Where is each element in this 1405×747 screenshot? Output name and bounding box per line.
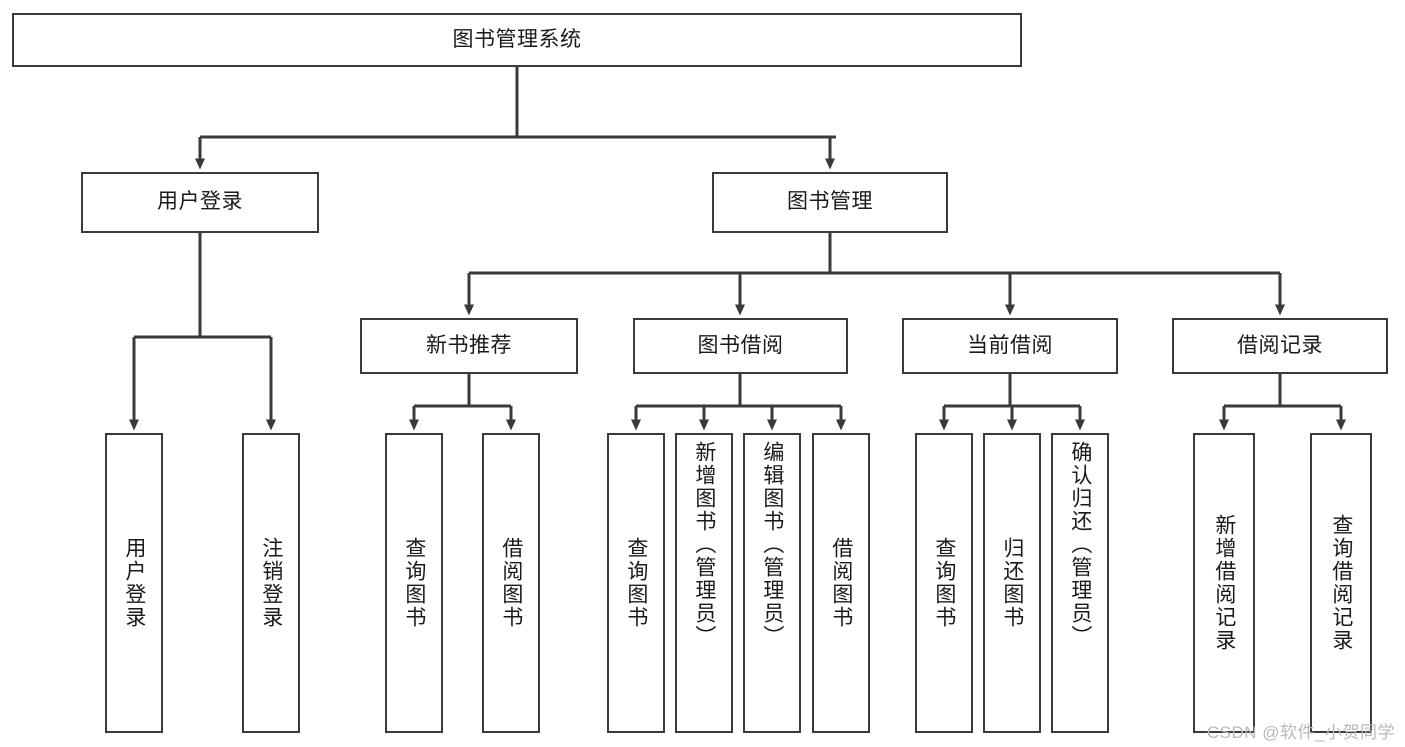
- leaf-add-borrow-record[interactable]: 新增借阅记录: [1193, 433, 1255, 733]
- leaf-borrow-book-recommend[interactable]: 借阅图书: [482, 433, 540, 733]
- node-book-management[interactable]: 图书管理: [712, 172, 948, 233]
- node-user-login[interactable]: 用户登录: [81, 172, 319, 233]
- leaf-confirm-return-admin-label: 确认归还（管理员）: [1068, 441, 1092, 648]
- node-current-borrow-label: 当前借阅: [967, 333, 1053, 357]
- node-book-borrow-label: 图书借阅: [697, 333, 784, 357]
- node-current-borrow[interactable]: 当前借阅: [902, 318, 1118, 374]
- leaf-query-book-recommend-label: 查询图书: [402, 537, 426, 629]
- leaf-user-logout-label: 注销登录: [259, 537, 283, 629]
- leaf-confirm-return-admin[interactable]: 确认归还（管理员）: [1051, 433, 1109, 733]
- leaf-borrow-book-recommend-label: 借阅图书: [499, 537, 523, 629]
- node-user-login-label: 用户登录: [157, 190, 243, 214]
- leaf-query-book-borrow-label: 查询图书: [624, 537, 648, 629]
- leaf-return-book-label: 归还图书: [1000, 537, 1024, 629]
- leaf-query-book-recommend[interactable]: 查询图书: [385, 433, 443, 733]
- leaf-query-borrow-record-label: 查询借阅记录: [1329, 514, 1353, 652]
- leaf-query-book-current[interactable]: 查询图书: [915, 433, 973, 733]
- node-book-borrow[interactable]: 图书借阅: [633, 318, 848, 374]
- leaf-edit-book-admin[interactable]: 编辑图书（管理员）: [743, 433, 801, 733]
- leaf-add-book-admin-label: 新增图书（管理员）: [692, 441, 716, 648]
- leaf-user-logout[interactable]: 注销登录: [242, 433, 300, 733]
- leaf-edit-book-admin-label: 编辑图书（管理员）: [760, 441, 784, 648]
- leaf-borrow-book-label: 借阅图书: [829, 537, 853, 629]
- leaf-query-borrow-record[interactable]: 查询借阅记录: [1310, 433, 1372, 733]
- leaf-return-book[interactable]: 归还图书: [983, 433, 1041, 733]
- node-root-label: 图书管理系统: [452, 27, 582, 51]
- leaf-add-borrow-record-label: 新增借阅记录: [1212, 514, 1236, 652]
- node-book-management-label: 图书管理: [787, 190, 873, 214]
- leaf-borrow-book[interactable]: 借阅图书: [812, 433, 870, 733]
- watermark-text: CSDN @软件_小贺同学: [1206, 723, 1395, 742]
- node-new-book-recommend-label: 新书推荐: [426, 333, 512, 357]
- node-new-book-recommend[interactable]: 新书推荐: [360, 318, 578, 374]
- leaf-user-login-label: 用户登录: [122, 537, 146, 629]
- leaf-add-book-admin[interactable]: 新增图书（管理员）: [675, 433, 733, 733]
- leaf-user-login[interactable]: 用户登录: [105, 433, 163, 733]
- leaf-query-book-current-label: 查询图书: [932, 537, 956, 629]
- leaf-query-book-borrow[interactable]: 查询图书: [607, 433, 665, 733]
- node-borrow-records-label: 借阅记录: [1237, 333, 1323, 357]
- node-borrow-records[interactable]: 借阅记录: [1172, 318, 1388, 374]
- node-root[interactable]: 图书管理系统: [12, 13, 1022, 67]
